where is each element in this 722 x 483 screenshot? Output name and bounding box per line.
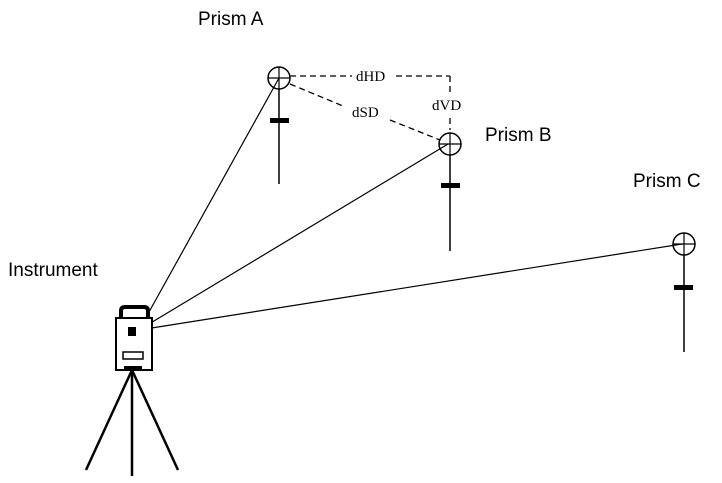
dsd-line-a	[289, 83, 344, 107]
prism-b-pole-marker	[441, 183, 460, 188]
dsd-label: dSD	[352, 105, 379, 121]
instrument-body	[115, 317, 153, 371]
prism-c-label: Prism C	[633, 171, 701, 192]
measurement-lines	[289, 75, 451, 141]
prism-a-label: Prism A	[198, 9, 264, 30]
instrument-base	[124, 366, 142, 371]
prism-a	[267, 66, 291, 184]
prism-c	[672, 232, 696, 352]
sight-lines	[138, 77, 683, 331]
prism-b	[438, 132, 462, 251]
prism-a-pole-marker	[270, 118, 289, 123]
sight-line-b	[138, 143, 449, 331]
dsd-line-b	[389, 119, 441, 141]
instrument-lens	[128, 327, 136, 336]
sight-line-c	[138, 243, 683, 331]
dhd-label: dHD	[356, 69, 385, 85]
instrument-icon	[84, 305, 180, 476]
sight-line-a	[138, 77, 280, 331]
prism-c-pole-marker	[674, 285, 693, 290]
instrument-display	[122, 351, 144, 360]
instrument-handle	[119, 305, 150, 320]
instrument-label: Instrument	[8, 260, 98, 281]
dvd-label: dVD	[432, 98, 461, 114]
tripod-leg-left	[84, 369, 134, 471]
prism-b-label: Prism B	[485, 125, 552, 146]
tripod-leg-right	[130, 369, 180, 471]
